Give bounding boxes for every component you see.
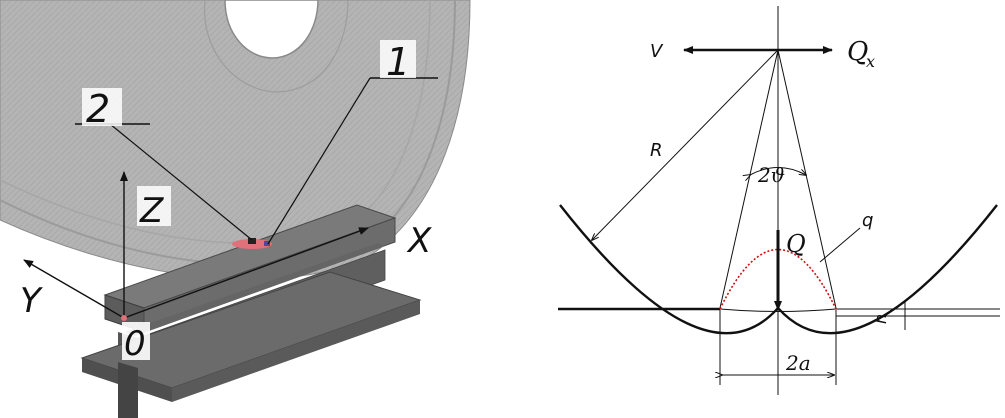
marker-label-1: 1 <box>386 40 410 84</box>
x-axis <box>123 227 369 319</box>
axis-label-x: X <box>406 221 432 261</box>
force-qx-subscript: x <box>866 52 875 71</box>
angle-line-right <box>777 49 837 309</box>
normal-force-label: Q <box>786 230 806 258</box>
cad-view: 1 2 Z X Y 0 <box>0 0 471 418</box>
contact-chord <box>719 308 837 312</box>
pressure-distribution-curve <box>719 248 837 310</box>
axis-label-y: Y <box>20 281 43 321</box>
radius-label: R <box>650 140 663 161</box>
force-qx-label: Q <box>847 37 868 67</box>
contact-marker-2 <box>248 238 256 244</box>
coordinate-axes <box>23 171 369 319</box>
distributed-load-label: q <box>862 210 873 231</box>
origin-label: 0 <box>124 324 146 364</box>
load-leader <box>819 227 861 263</box>
y-axis <box>23 259 125 319</box>
contact-width-label: 2a <box>785 351 811 375</box>
marker-label-2: 2 <box>86 87 110 131</box>
angle-label: 2ϑ <box>757 163 785 187</box>
contact-patch <box>232 238 272 249</box>
origin-point <box>121 315 127 321</box>
wheel-axle-hole <box>224 0 319 59</box>
axis-label-z: Z <box>139 191 164 231</box>
penetration-label: h <box>871 314 890 324</box>
cad-labels: 1 2 Z X Y 0 <box>20 40 432 364</box>
contact-schematic: V Q x R 2ϑ Q q h 2a <box>558 6 1000 395</box>
radius-line <box>592 49 779 240</box>
contact-marker-1 <box>264 241 270 246</box>
angle-arc <box>750 167 806 176</box>
velocity-label: V <box>650 41 664 62</box>
